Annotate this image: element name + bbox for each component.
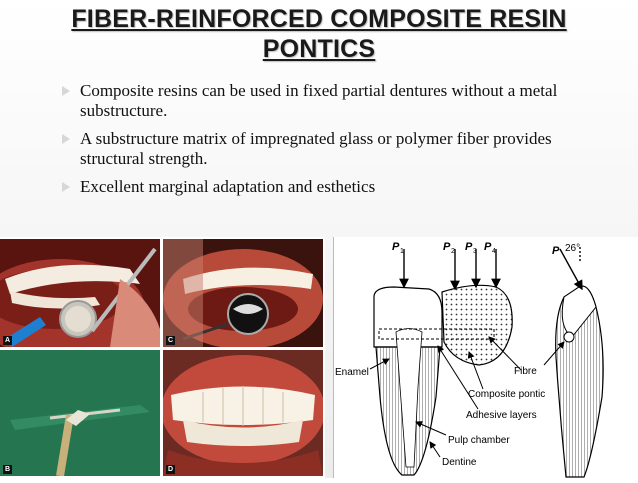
clinical-photo-b: B xyxy=(0,350,160,476)
callout-pulp-chamber: Pulp chamber xyxy=(448,435,510,446)
bullet-item: Excellent marginal adaptation and esthet… xyxy=(62,177,602,197)
pulp-chamber-shape xyxy=(395,328,423,468)
load-label-p3: P xyxy=(465,241,473,253)
callout-fibre: Fibre xyxy=(514,366,537,377)
bullet-arrow-icon xyxy=(62,86,70,96)
callout-enamel: Enamel xyxy=(335,367,369,378)
bullet-arrow-icon xyxy=(62,182,70,192)
slide-title-line-2: PONTICS xyxy=(262,35,376,63)
bullet-text: Composite resins can be used in fixed pa… xyxy=(80,81,558,120)
photo-label-a: A xyxy=(3,336,12,345)
clinical-photo-d: D xyxy=(163,350,323,476)
load-subscript-p2: 2 xyxy=(451,248,455,255)
bullet-item: Composite resins can be used in fixed pa… xyxy=(62,81,602,121)
callout-composite-pontic: Composite pontic xyxy=(468,389,545,400)
clinical-photo-a: A xyxy=(0,239,160,347)
bullet-text: A substructure matrix of impregnated gla… xyxy=(80,129,552,168)
fibre-bar xyxy=(378,328,495,340)
angle-label: 26° xyxy=(565,243,580,254)
photo-label-c: C xyxy=(166,336,175,345)
slide-title: FIBER-REINFORCED COMPOSITE RESIN PONTICS xyxy=(0,4,638,64)
bullet-text: Excellent marginal adaptation and esthet… xyxy=(80,177,376,196)
composite-pontic-shape xyxy=(441,284,513,366)
abutment-tooth-crown xyxy=(373,286,443,348)
bullet-arrow-icon xyxy=(62,134,70,144)
load-subscript-p4: 4 xyxy=(492,248,496,255)
load-subscript-p1: 1 xyxy=(400,248,404,255)
pontic-cross-section-diagram: P 1 P 2 P 3 P 4 P 26° Enamel Fibre Compo… xyxy=(333,237,638,478)
slide-title-line-1: FIBER-REINFORCED COMPOSITE RESIN xyxy=(71,5,567,33)
clinical-photo-grid: A C B xyxy=(0,237,325,478)
callout-dentine: Dentine xyxy=(442,457,477,468)
callout-adhesive-layers: Adhesive layers xyxy=(466,410,537,421)
load-subscript-p3: 3 xyxy=(473,248,477,255)
bullet-item: A substructure matrix of impregnated gla… xyxy=(62,129,602,169)
load-label-p2: P xyxy=(443,241,451,253)
load-label-p1: P xyxy=(392,241,400,253)
photo-label-b: B xyxy=(3,465,12,474)
load-label-p4: P xyxy=(484,241,492,253)
clinical-photo-c: C xyxy=(163,239,323,347)
load-label-p-angled: P xyxy=(552,245,560,257)
photo-label-d: D xyxy=(166,465,175,474)
bullet-list: Composite resins can be used in fixed pa… xyxy=(62,81,602,205)
second-abutment-fibre-section xyxy=(563,331,575,343)
